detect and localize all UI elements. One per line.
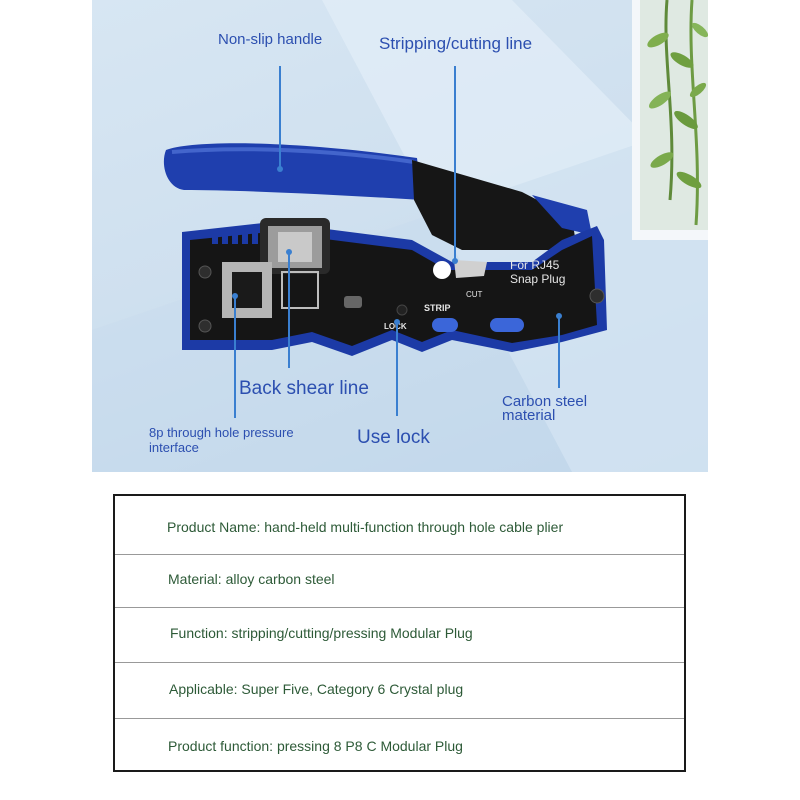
spec-text: Applicable: Super Five, Category 6 Cryst… [169,681,464,697]
leader-interface [234,296,236,418]
leader-handle [279,66,281,170]
spec-divider [115,554,684,555]
spec-text: Material: alloy carbon steel [168,571,335,587]
spec-divider [115,718,684,719]
leader-strip-cut [454,66,456,262]
spec-row-applicable: Applicable: Super Five, Category 6 Cryst… [115,662,684,716]
leader-dot-interface [232,293,238,299]
tool-lock-label: LOCK [384,322,407,331]
leader-dot-back-shear [286,249,292,255]
callout-back-shear-line: Back shear line [239,378,369,399]
leader-dot-handle [277,166,283,172]
leader-material [558,316,560,388]
spec-table: Product Name: hand-held multi-function t… [113,494,686,772]
plant-leaves [647,0,708,226]
spec-row-material: Material: alloy carbon steel [115,552,684,606]
tool-strip-label: STRIP [424,303,451,313]
tool-model-line1: For RJ45 [510,258,560,272]
spec-row-product-function: Product function: pressing 8 P8 C Modula… [115,719,684,773]
callout-non-slip-handle: Non-slip handle [218,31,323,48]
spec-row-product-name: Product Name: hand-held multi-function t… [115,500,684,554]
leader-use-lock [396,322,398,416]
callout-interface-line2: interface [149,440,199,455]
callout-stripping-cutting-line: Stripping/cutting line [379,34,533,53]
callout-material-line2: material [502,407,556,424]
leader-dot-material [556,313,562,319]
crimper-illustration [92,0,708,472]
tool-cut-label: CUT [466,290,483,299]
spec-text: Function: stripping/cutting/pressing Mod… [170,625,473,641]
leader-dot-strip-cut [452,258,458,264]
callout-material-line1: Carbon steel [502,393,588,410]
callout-use-lock: Use lock [357,427,430,448]
spec-divider [115,607,684,608]
leader-back-shear [288,252,290,368]
tool-model-line2: Snap Plug [510,272,566,286]
spec-divider [115,662,684,663]
product-photo: For RJ45 Snap Plug STRIP CUT LOCK [92,0,708,472]
spec-row-function: Function: stripping/cutting/pressing Mod… [115,606,684,660]
upper-handle-grip [163,143,422,200]
spec-text: Product Name: hand-held multi-function t… [167,519,564,535]
spec-text: Product function: pressing 8 P8 C Modula… [168,738,463,754]
leader-dot-use-lock [394,319,400,325]
callout-interface-line1: 8p through hole pressure [149,425,294,440]
